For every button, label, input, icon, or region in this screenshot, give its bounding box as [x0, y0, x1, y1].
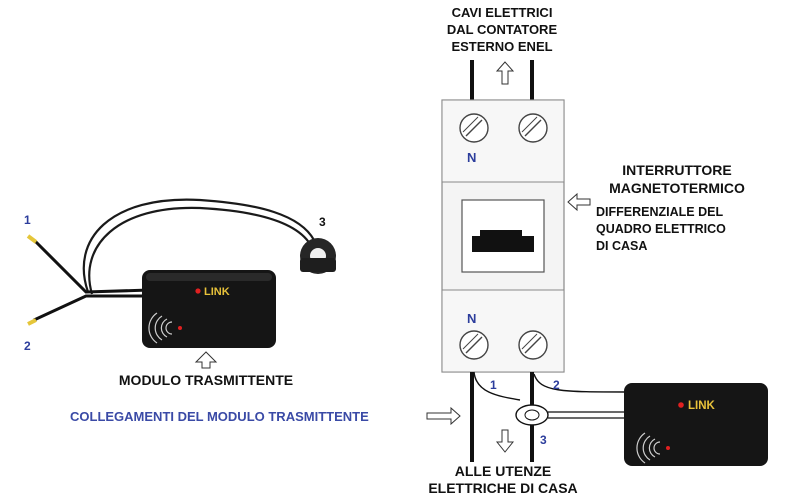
led-indicator	[195, 288, 201, 294]
screw-icon	[518, 113, 548, 143]
utilities-label-line2: ELETTRICHE DI CASA	[428, 480, 577, 496]
screw-icon	[459, 330, 489, 360]
utilities-label-line1: ALLE UTENZE	[455, 463, 551, 479]
connections-right-arrow-icon	[426, 406, 461, 426]
diagram-number-2: 2	[553, 378, 560, 392]
module-body	[142, 270, 276, 348]
breaker-label-line2: MAGNETOTERMICO	[609, 180, 745, 196]
incoming-up-arrow-icon	[495, 61, 515, 85]
breaker	[441, 99, 565, 373]
wire-number-2: 2	[24, 339, 31, 353]
connections-label: COLLEGAMENTI DEL MODULO TRASMITTENTE	[70, 409, 369, 424]
outgoing-down-arrow-icon	[495, 429, 515, 453]
wire-number-3: 3	[319, 215, 326, 229]
wireless-led	[178, 326, 182, 330]
cables-label-line2: DAL CONTATORE	[447, 22, 558, 37]
module-label: MODULO TRASMITTENTE	[119, 372, 293, 388]
connection-wire-2	[533, 373, 631, 393]
diagram-number-1: 1	[490, 378, 497, 392]
connection-wire-1	[473, 371, 521, 401]
module-photo: LINK	[26, 198, 336, 348]
cables-label-line1: CAVI ELETTRICI	[452, 5, 553, 20]
diagram-module-body	[624, 383, 768, 466]
diagram-led-indicator	[678, 402, 684, 408]
wireless-icon	[636, 432, 661, 464]
switch-lever	[472, 230, 534, 252]
module-up-arrow-icon	[194, 351, 218, 369]
breaker-label-line1: INTERRUTTORE	[622, 162, 731, 178]
diagram-module: LINK	[624, 383, 768, 466]
cables-label-line3: ESTERNO ENEL	[451, 39, 552, 54]
breaker-left-arrow-icon	[567, 192, 591, 212]
brand-label: LINK	[204, 286, 230, 298]
wire-tip-2	[27, 318, 37, 326]
breaker-label-line3: DIFFERENZIALE DEL	[596, 205, 723, 219]
diagram-wireless-led	[666, 446, 670, 450]
breaker-label-line4: QUADRO ELETTRICO	[596, 222, 726, 236]
diagram-brand-label: LINK	[688, 400, 716, 412]
wire-number-1: 1	[24, 213, 31, 227]
wire-tip-1	[26, 234, 38, 244]
diagram-number-3: 3	[540, 433, 547, 447]
screw-icon	[459, 113, 489, 143]
wireless-icon	[148, 312, 173, 344]
breaker-label-line5: DI CASA	[596, 239, 647, 253]
neutral-bottom-label: N	[467, 311, 476, 326]
screw-icon	[518, 330, 548, 360]
neutral-top-label: N	[467, 150, 476, 165]
